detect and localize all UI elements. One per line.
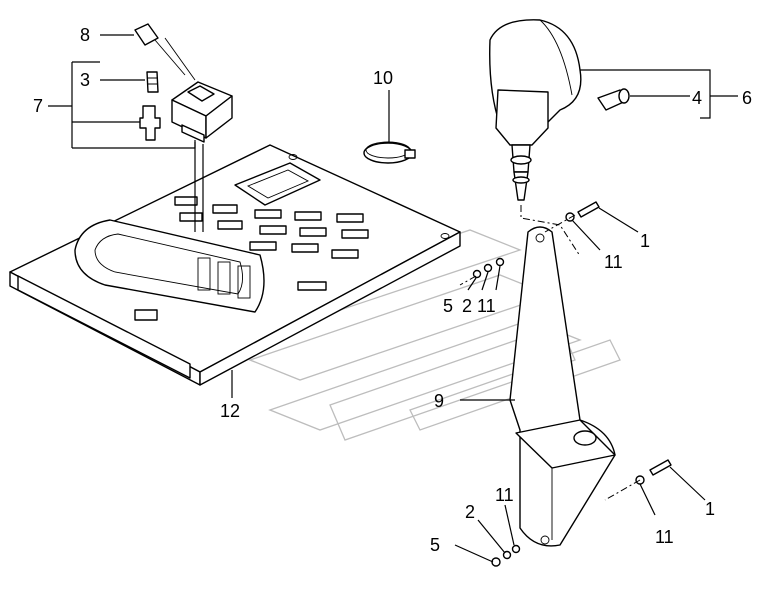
callout-4: 4 xyxy=(692,88,702,108)
callout-8: 8 xyxy=(80,25,90,45)
callout-11-mid: 11 xyxy=(477,296,496,316)
callout-6: 6 xyxy=(742,88,752,108)
callout-11-bottom: 11 xyxy=(495,485,514,505)
callout-3: 3 xyxy=(80,70,90,90)
callout-9: 9 xyxy=(434,391,444,411)
callout-2-top: 2 xyxy=(462,296,472,316)
callout-11-right: 11 xyxy=(655,527,674,547)
bracket-9 xyxy=(509,226,616,547)
callouts: 8 3 7 10 4 6 1 11 5 2 11 9 12 1 11 11 2 … xyxy=(33,25,752,555)
callout-7: 7 xyxy=(33,96,43,116)
joystick-6 xyxy=(489,19,630,201)
center-lines xyxy=(459,205,641,501)
callout-11-top: 11 xyxy=(604,252,623,272)
clamp-10 xyxy=(363,141,416,164)
callout-5-bottom: 5 xyxy=(430,535,440,555)
callout-12: 12 xyxy=(220,401,240,421)
callout-2-bottom: 2 xyxy=(465,502,475,522)
panel-12 xyxy=(9,144,461,386)
leader-lines xyxy=(48,34,738,563)
callout-10: 10 xyxy=(373,68,393,88)
switch-assembly-7 xyxy=(134,23,233,232)
fasteners xyxy=(472,201,672,567)
callout-5-top: 5 xyxy=(443,296,453,316)
switch-cutouts xyxy=(134,196,369,321)
callout-1-bottom: 1 xyxy=(705,499,715,519)
callout-1-top: 1 xyxy=(640,231,650,251)
